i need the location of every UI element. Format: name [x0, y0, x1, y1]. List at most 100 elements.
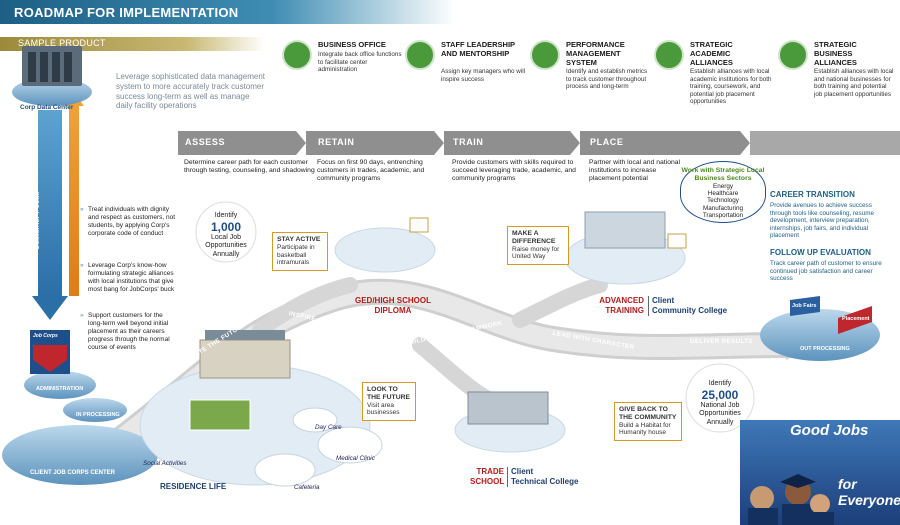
- callout-give-back-title: GIVE BACK TO THE COMMUNITY: [619, 406, 677, 421]
- administration-platform: [24, 371, 96, 399]
- path-deliver-results: DELIVER RESULTS: [690, 338, 753, 345]
- alliance-b-icon: [778, 40, 808, 70]
- stage-train: TRAIN: [453, 137, 484, 147]
- workshop-room: [467, 391, 549, 425]
- sectors-title: Work with Strategic Local Business Secto…: [681, 167, 765, 182]
- top-item-title-4: STRATEGIC ACADEMIC ALLIANCES: [690, 40, 733, 67]
- callout-give-back: GIVE BACK TO THE COMMUNITY Build a Habit…: [614, 402, 682, 442]
- checklist-icon: [530, 40, 560, 70]
- bullet-2: Leverage Corp's know-how formulating str…: [80, 262, 176, 294]
- callout-give-back-desc: Build a Habitat for Humanity house: [619, 421, 671, 437]
- bullet-1: Treat individuals with dignity and respe…: [80, 206, 176, 238]
- follow-up-desc: Track career path of customer to ensure …: [770, 260, 882, 283]
- top-item-title-1: BUSINESS OFFICE: [318, 40, 386, 49]
- advanced-label-a: ADVANCED: [599, 296, 644, 305]
- callout-make-difference-title: MAKE A DIFFERENCE: [512, 230, 556, 245]
- advanced-divider: [648, 296, 649, 316]
- sector-transportation: Transportation: [702, 212, 744, 220]
- job-corps-logo: Job Corps: [33, 333, 58, 339]
- page-subtitle: SAMPLE PRODUCT: [18, 38, 106, 48]
- top-item-title-5: STRATEGIC BUSINESS ALLIANCES: [814, 40, 857, 67]
- train-arrow: [444, 131, 580, 155]
- top-item-title-3: PERFORMANCE MANAGEMENT SYSTEM: [566, 40, 625, 67]
- page-title: ROADMAP FOR IMPLEMENTATION: [14, 5, 239, 20]
- ged-platform: [334, 227, 436, 273]
- social-activities-label: Social Activities: [143, 460, 187, 467]
- identify-national-pre: Identify: [708, 380, 732, 387]
- cafeteria-label: Cafeteria: [294, 484, 320, 491]
- identify-local-circle: [195, 201, 257, 263]
- alliance-a-icon: [654, 40, 684, 70]
- sector-healthcare: Healthcare: [707, 190, 739, 197]
- callout-stay-active: STAY ACTIVE Participate in basketball in…: [272, 232, 328, 272]
- trade-divider: [507, 467, 508, 487]
- identify-local: Identify 1,000 Local Job Opportunities A…: [197, 212, 255, 259]
- callout-stay-active-title: STAY ACTIVE: [277, 236, 321, 243]
- business-sectors: Work with Strategic Local Business Secto…: [680, 161, 766, 223]
- placement-flag: [838, 306, 872, 334]
- callout-look-future-title: LOOK TO THE FUTURE: [367, 386, 411, 401]
- trade-client: Client: [511, 467, 534, 476]
- out-processing-label: OUT PROCESSING: [800, 346, 850, 352]
- assess-arrow: [178, 131, 306, 155]
- job-corps-center-platform: [2, 425, 158, 485]
- trade-technical-college: Technical College: [511, 477, 579, 486]
- residence-life-label: RESIDENCE LIFE: [160, 482, 227, 491]
- top-item-desc-5: Establish alliances with local and natio…: [814, 68, 894, 98]
- callout-make-difference-desc: Raise money for United Way: [512, 245, 560, 261]
- job-corps-center-label: CLIENT JOB CORPS CENTER: [30, 470, 116, 476]
- stage-assess: ASSESS: [185, 137, 226, 147]
- customer-focus-bar: [38, 110, 62, 296]
- identify-national-circle: [685, 363, 755, 433]
- good-jobs-line2: for Everyone: [838, 476, 900, 508]
- customer-focus-label: Customer Focus: [32, 191, 41, 250]
- identify-national: Identify 25,000 National Job Opportuniti…: [688, 380, 752, 427]
- blue-down-arrowhead: [32, 296, 68, 320]
- sector-technology: Technology: [707, 197, 739, 205]
- sector-energy: Energy: [713, 182, 733, 190]
- stage-arrows: [178, 131, 900, 155]
- advanced-label-b: TRAINING: [605, 306, 644, 315]
- medical-clinic-label: Medical Clinic: [336, 455, 375, 462]
- in-processing-label: IN PROCESSING: [76, 412, 120, 418]
- top-item-desc-2: Assign key managers who will inspire suc…: [441, 68, 525, 83]
- data-center-label: Corp Data Center: [20, 104, 74, 111]
- good-jobs-line1: Good Jobs: [790, 422, 869, 439]
- job-fairs-label: Job Fairs: [792, 303, 817, 309]
- identify-local-pre: Identify: [214, 212, 238, 219]
- stage-place-desc: Partner with local and national institut…: [589, 159, 681, 183]
- placement-label: Placement: [842, 316, 870, 322]
- advanced-community-college: Community College: [652, 306, 728, 315]
- good-jobs-photo: [740, 420, 900, 525]
- residence-building: [199, 339, 291, 379]
- callout-look-future-desc: Visit area businesses: [367, 401, 400, 417]
- career-transition-title: CAREER TRANSITION: [770, 190, 855, 199]
- callout-make-difference: MAKE A DIFFERENCE Raise money for United…: [507, 226, 569, 266]
- day-care-platform: [292, 407, 338, 433]
- career-transition-desc: Provide avenues to achieve success throu…: [770, 202, 874, 240]
- stage-assess-desc: Determine career path for each customer …: [184, 159, 315, 175]
- top-item-desc-1: Integrate back office functions to facil…: [318, 51, 402, 74]
- trade-label-a: TRADE: [476, 467, 504, 476]
- identify-local-post: Local Job Opportunities Annually: [205, 233, 247, 258]
- day-care-label: Day Care: [315, 424, 342, 431]
- stage-retain: RETAIN: [318, 137, 355, 147]
- ged-label: GED/HIGH SCHOOL DIPLOMA: [354, 296, 431, 315]
- callout-stay-active-desc: Participate in basketball intramurals: [277, 243, 315, 267]
- identify-local-number: 1,000: [210, 219, 242, 234]
- follow-up-title: FOLLOW UP EVALUATION: [770, 248, 871, 257]
- header-bar: [0, 0, 455, 24]
- court-area: [189, 399, 251, 431]
- medical-clinic-platform: [317, 426, 383, 464]
- job-fairs-flag: [790, 296, 820, 316]
- orange-up-arrow: [64, 92, 84, 296]
- retain-arrow: [306, 131, 444, 155]
- classroom-room: [584, 211, 666, 249]
- ged-diploma: [409, 217, 429, 233]
- top-item-title-2: STAFF LEADERSHIP AND MENTORSHIP: [441, 40, 515, 58]
- place-arrow: [580, 131, 750, 155]
- administration-label: ADMINISTRATION: [36, 386, 84, 392]
- top-item-desc-4: Establish alliances with local academic …: [690, 68, 772, 106]
